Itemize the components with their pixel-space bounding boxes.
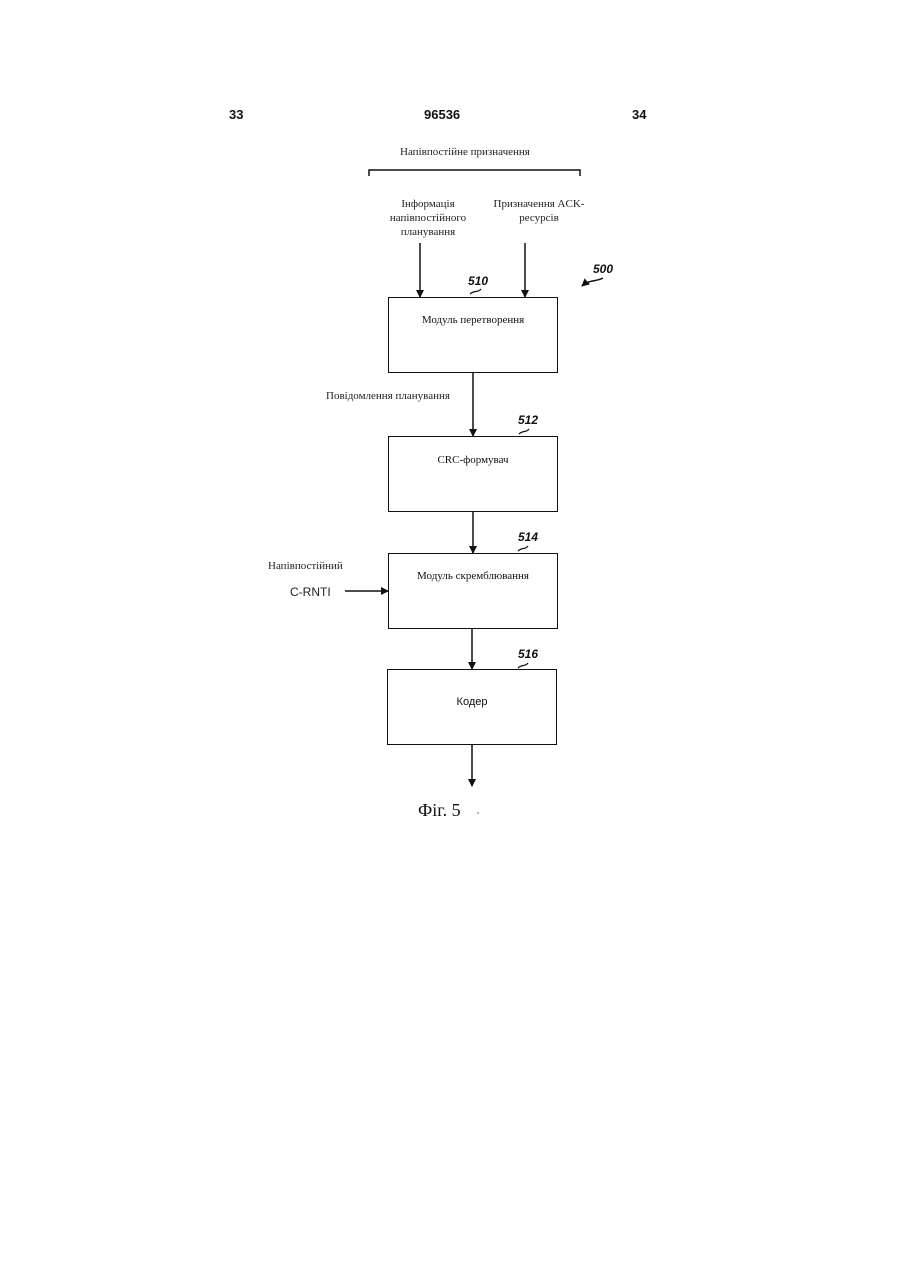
ref-510-leader xyxy=(470,289,481,294)
ref-500-leader xyxy=(582,278,603,286)
group-label: Напівпостійне призначення xyxy=(400,145,530,159)
block-label: CRC-формувач xyxy=(389,454,557,466)
input-label-line: Інформація xyxy=(384,197,472,211)
block-ref-510: 510 xyxy=(468,274,488,288)
edge-label-semi-persistent: Напівпостійний xyxy=(268,559,343,573)
input-label-ack-assignment: Призначення ACK- ресурсів xyxy=(488,197,590,225)
block-label: Кодер xyxy=(388,696,556,708)
input-label-line: ресурсів xyxy=(488,211,590,225)
ref-514-leader xyxy=(518,546,528,551)
block-ref-512: 512 xyxy=(518,413,538,427)
edge-label-scheduling-message: Повідомлення планування xyxy=(326,389,450,403)
block-ref-516: 516 xyxy=(518,647,538,661)
input-label-line: напівпостійного xyxy=(384,211,472,225)
group-brace xyxy=(369,170,580,176)
block-label: Модуль скремблювання xyxy=(389,570,557,582)
figure-caption: Фіг. 5 xyxy=(418,800,461,821)
input-label-semi-persistent-info: Інформація напівпостійного планування xyxy=(384,197,472,239)
figure-reference: 500 xyxy=(593,262,613,276)
input-label-line: Призначення ACK- xyxy=(488,197,590,211)
block-crc-generator: CRC-формувач xyxy=(388,436,558,512)
block-ref-514: 514 xyxy=(518,530,538,544)
block-mapping-module: Модуль перетворення xyxy=(388,297,558,373)
input-label-line: планування xyxy=(384,225,472,239)
block-scrambling-module: Модуль скремблювання xyxy=(388,553,558,629)
ref-516-leader xyxy=(518,663,528,668)
scan-speck xyxy=(477,812,479,814)
ref-512-leader xyxy=(519,429,529,434)
edge-label-c-rnti: C-RNTI xyxy=(290,585,331,599)
block-encoder: Кодер xyxy=(387,669,557,745)
block-label: Модуль перетворення xyxy=(389,314,557,326)
